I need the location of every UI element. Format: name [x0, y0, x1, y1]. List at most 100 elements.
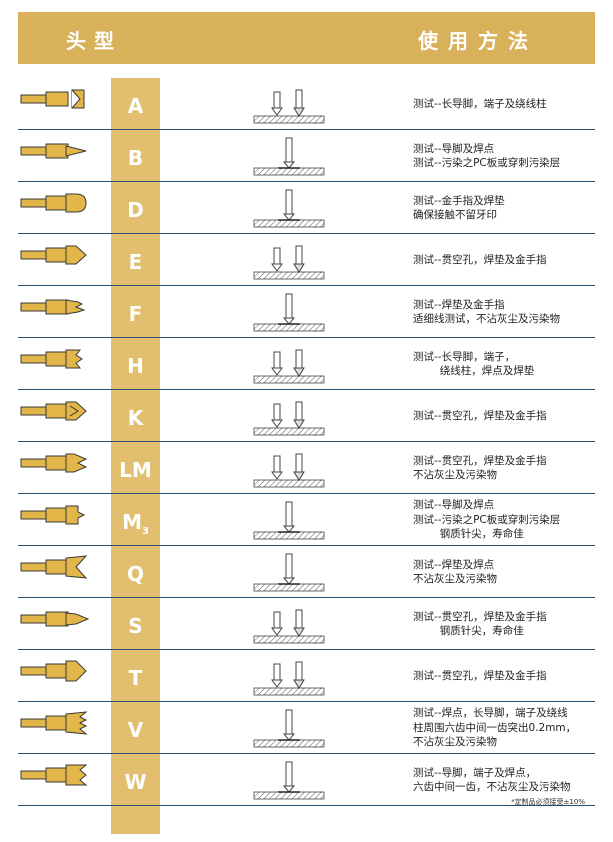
row-divider [18, 336, 595, 338]
usage-line: 柱周围六齿中间一齿突出0.2mm， [413, 721, 577, 734]
usage-diagram-icon [244, 236, 334, 288]
tip-type-letter: F [111, 302, 160, 326]
usage-line: 测试--焊垫及焊点 [413, 558, 495, 571]
table-row: M3 测试--导脚及焊点测试--污染之PC板或穿刺污染层 钢质针尖，寿命佳 [18, 494, 595, 546]
usage-line: 不沾灰尘及污染物 [413, 736, 497, 749]
usage-description: 测试--导脚及焊点测试--污染之PC板或穿刺污染层 钢质针尖，寿命佳 [413, 494, 560, 546]
header-usage: 使用方法 [418, 29, 538, 53]
table-row: E 测试--贯空孔，焊垫及金手指 [18, 234, 595, 286]
usage-diagram-icon [244, 756, 334, 808]
tip-type-letter: B [111, 146, 160, 170]
table-header: 头型 使用方法 [18, 12, 595, 64]
tip-letter-main: Q [126, 562, 144, 586]
tip-type-letter: D [111, 198, 160, 222]
usage-line: 确保接触不留牙印 [413, 209, 497, 221]
tip-type-letter: W [111, 770, 160, 794]
tip-letter-main: B [127, 146, 144, 170]
tip-type-letter: K [111, 406, 160, 430]
row-divider [18, 804, 595, 806]
tip-letter-main: M [122, 510, 142, 534]
table-row: V 测试--焊点，长导脚，端子及绕线柱周围六齿中间一齿突出0.2mm， 不沾灰尘及污… [18, 702, 595, 754]
tip-letter-main: K [127, 406, 144, 430]
usage-line: 测试--导脚及焊点 [413, 142, 495, 155]
usage-line: 测试--焊点，长导脚，端子及绕线 [413, 707, 568, 720]
table-row: H 测试--长导脚，端子， 绕线柱，焊点及焊垫 [18, 338, 595, 390]
table-row: A 测试--长导脚，端子及绕线柱 [18, 78, 595, 130]
usage-diagram-icon [244, 652, 334, 704]
usage-line: 适细线测试，不沾灰尘及污染物 [413, 313, 560, 325]
tip-type-letter: LM [111, 458, 160, 482]
usage-description: 测试--贯空孔，焊垫及金手指 钢质针尖，寿命佳 [413, 598, 547, 650]
usage-line: 测试--贯空孔，焊垫及金手指 [413, 409, 547, 422]
table-row: LM 测试--贯空孔，焊垫及金手指不沾灰尘及污染物 [18, 442, 595, 494]
row-divider [18, 232, 595, 234]
row-divider [18, 492, 595, 494]
tip-letter-main: A [127, 94, 144, 118]
usage-diagram-icon [244, 392, 334, 444]
table-row: Q 测试--焊垫及焊点不沾灰尘及污染物 [18, 546, 595, 598]
usage-description: 测试--贯空孔，焊垫及金手指 [413, 234, 547, 286]
tip-letter-main: LM [119, 458, 152, 482]
tip-type-letter: E [111, 250, 160, 274]
table-row: W 测试--导脚，端子及焊点，六齿中间一齿，不沾灰尘及污染物 [18, 754, 595, 806]
table-row: D 测试--金手指及焊垫确保接触不留牙印 [18, 182, 595, 234]
usage-diagram-icon [244, 548, 334, 600]
usage-line: 测试--贯空孔，焊垫及金手指 [413, 610, 547, 623]
usage-description: 测试--贯空孔，焊垫及金手指不沾灰尘及污染物 [413, 442, 547, 494]
usage-diagram-icon [244, 80, 334, 132]
row-divider [18, 180, 595, 182]
table-row: B 测试--导脚及焊点测试--污染之PC板或穿刺污染层 [18, 130, 595, 182]
usage-line: 测试--焊垫及金手指 [413, 298, 505, 311]
usage-line: 绕线柱，焊点及焊垫 [413, 365, 535, 377]
usage-line: 测试--污染之PC板或穿刺污染层 [413, 513, 561, 526]
usage-description: 测试--焊点，长导脚，端子及绕线柱周围六齿中间一齿突出0.2mm， 不沾灰尘及污染… [413, 702, 576, 754]
usage-line: 测试--贯空孔，焊垫及金手指 [413, 253, 547, 266]
table-row: K 测试--贯空孔，焊垫及金手指 [18, 390, 595, 442]
tip-type-letter: Q [111, 562, 160, 586]
usage-description: 测试--导脚及焊点测试--污染之PC板或穿刺污染层 [413, 130, 560, 182]
tip-letter-subscript: 3 [141, 526, 149, 537]
tip-type-letter: T [111, 666, 160, 690]
usage-description: 测试--金手指及焊垫确保接触不留牙印 [413, 182, 505, 234]
usage-description: 测试--长导脚，端子， 绕线柱，焊点及焊垫 [413, 338, 534, 390]
usage-description: 测试--导脚，端子及焊点，六齿中间一齿，不沾灰尘及污染物 [413, 754, 571, 806]
usage-diagram-icon [244, 600, 334, 652]
footnote: *定制品必须接受±10% [511, 798, 585, 806]
usage-diagram-icon [244, 340, 334, 392]
usage-description: 测试--焊垫及焊点不沾灰尘及污染物 [413, 546, 497, 598]
tip-type-letter: A [111, 94, 160, 118]
usage-description: 测试--贯空孔，焊垫及金手指 [413, 650, 547, 702]
usage-diagram-icon [244, 444, 334, 496]
header-tip-type: 头型 [66, 29, 122, 53]
usage-description: 测试--长导脚，端子及绕线柱 [413, 78, 547, 130]
tip-letter-main: V [127, 718, 144, 742]
usage-line: 测试--长导脚，端子， [413, 350, 516, 363]
row-divider [18, 440, 595, 442]
tip-letter-main: T [128, 666, 143, 690]
usage-line: 钢质针尖，寿命佳 [413, 625, 524, 637]
row-divider [18, 388, 595, 390]
row-divider [18, 544, 595, 546]
tip-letter-main: F [128, 302, 143, 326]
usage-line: 测试--长导脚，端子及绕线柱 [413, 97, 547, 110]
row-divider [18, 596, 595, 598]
usage-diagram-icon [244, 496, 334, 548]
tip-type-letter: H [111, 354, 160, 378]
usage-line: 测试--污染之PC板或穿刺污染层 [413, 157, 561, 169]
usage-diagram-icon [244, 184, 334, 236]
table-row: T 测试--贯空孔，焊垫及金手指 [18, 650, 595, 702]
usage-diagram-icon [244, 288, 334, 340]
row-divider [18, 700, 595, 702]
usage-description: 测试--贯空孔，焊垫及金手指 [413, 390, 547, 442]
usage-line: 不沾灰尘及污染物 [413, 573, 497, 585]
usage-line: 测试--贯空孔，焊垫及金手指 [413, 669, 547, 682]
row-divider [18, 648, 595, 650]
tip-type-letter: V [111, 718, 160, 742]
row-divider [18, 284, 595, 286]
tip-letter-main: W [124, 770, 147, 794]
usage-line: 六齿中间一齿，不沾灰尘及污染物 [413, 781, 571, 793]
usage-description: 测试--焊垫及金手指适细线测试，不沾灰尘及污染物 [413, 286, 560, 338]
usage-line: 测试--金手指及焊垫 [413, 194, 505, 207]
row-divider [18, 128, 595, 130]
